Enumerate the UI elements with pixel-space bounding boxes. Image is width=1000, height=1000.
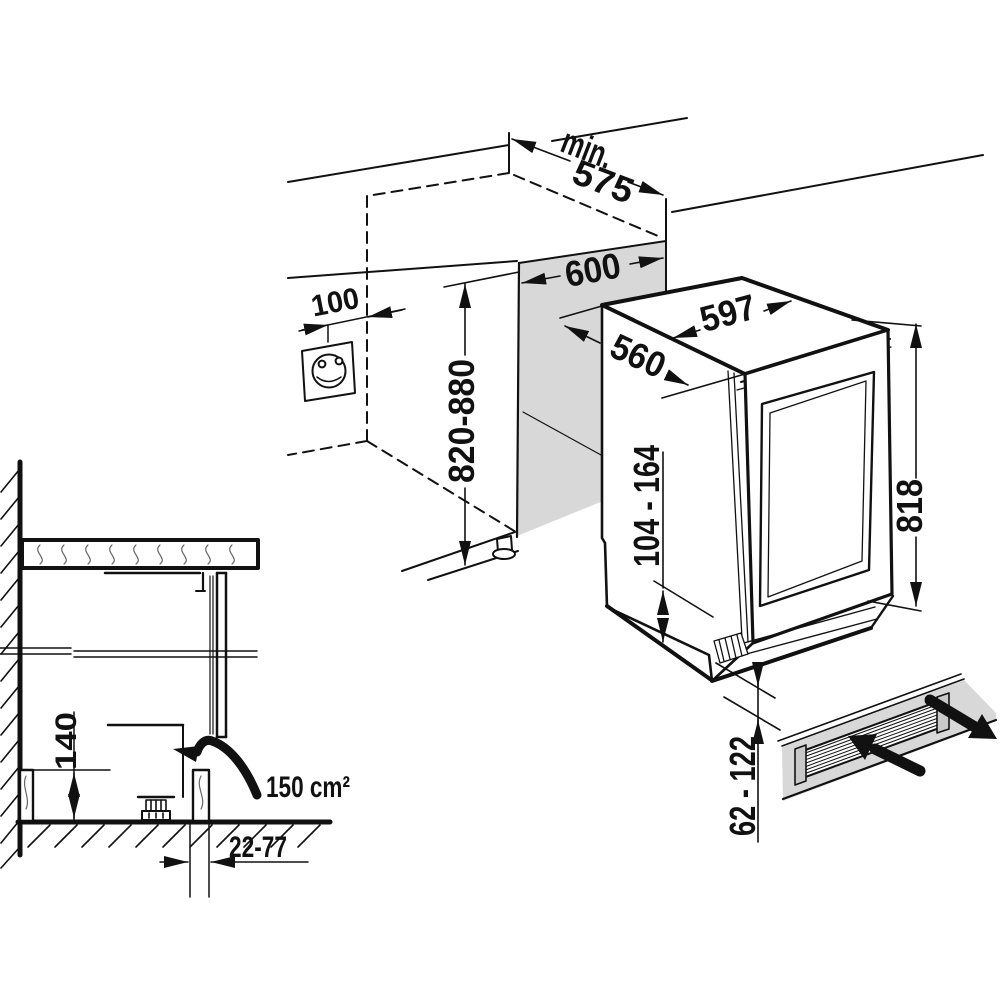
label-niche-depth-value: 575 — [567, 151, 640, 211]
label-socket-offset: 100 — [308, 282, 361, 324]
dim-clearance — [715, 662, 781, 843]
plinth-block — [191, 768, 211, 823]
door-glass-inner — [767, 380, 867, 598]
appliance-view — [559, 276, 922, 843]
dim-niche-depth — [511, 138, 664, 196]
label-clearance-height: 140 — [50, 712, 83, 770]
dim-appliance-width — [672, 300, 792, 339]
wall-bottom-edge-left — [287, 260, 518, 279]
niche-view — [287, 117, 984, 581]
air-in-arrow-icon — [848, 734, 926, 777]
label-niche-width: 600 — [561, 244, 624, 295]
break-lines — [0, 647, 258, 658]
wall-top-edge-right — [551, 117, 688, 142]
wall-hatch — [0, 469, 20, 869]
label-appliance-height: 818 — [889, 479, 930, 533]
air-out-arrow-icon — [924, 694, 997, 739]
label-base-range: 104 - 164 — [626, 445, 667, 567]
niche-top-edge — [518, 240, 667, 264]
dim-appliance-height — [851, 319, 922, 612]
wall-edge-right — [671, 154, 984, 213]
appliance-bottom-front-edge — [710, 626, 873, 683]
niche-hidden-edges — [287, 172, 659, 533]
plinth-line-1 — [721, 606, 876, 650]
socket-icon — [301, 325, 356, 402]
appliance-bottom-right-edge — [869, 594, 895, 630]
door-hinge-line-2 — [733, 372, 749, 643]
plinth-line-2 — [723, 618, 878, 661]
door-glass-outer — [758, 370, 876, 608]
dim-base-range — [653, 451, 714, 643]
countertop-grain — [37, 544, 235, 565]
niche-panel-detail-line — [522, 411, 602, 456]
airflow-arrow-icon — [173, 735, 262, 800]
label-clearance-range: 62 - 122 — [722, 736, 763, 836]
dim-socket-offset — [298, 306, 406, 336]
wall-base-block — [18, 768, 35, 823]
cross-section-view — [0, 459, 333, 898]
plinth-hatch — [713, 632, 749, 664]
niche-side-panel — [517, 241, 666, 536]
dim-niche-height — [443, 271, 520, 566]
adjustable-foot-icon — [492, 535, 516, 560]
dim-recess-range — [159, 822, 309, 898]
countertop — [20, 538, 260, 570]
grille-left-post — [794, 744, 807, 786]
appliance-bottom-left-edge — [605, 604, 712, 681]
door-section — [209, 571, 228, 739]
appliance-door-face — [743, 328, 894, 645]
wall-top-edge-left — [287, 144, 510, 183]
dim-appliance-depth — [559, 305, 746, 399]
vent-grille — [777, 673, 998, 801]
label-vent-area: 150 cm² — [266, 771, 350, 804]
label-niche-height: 820-880 — [441, 359, 482, 483]
label-recess-range: 22-77 — [229, 831, 287, 864]
dim-niche-width — [521, 256, 664, 285]
screw-foot-icon — [136, 795, 176, 821]
door-hinge-line-1 — [727, 370, 743, 640]
niche-front-left-edge — [515, 261, 521, 539]
